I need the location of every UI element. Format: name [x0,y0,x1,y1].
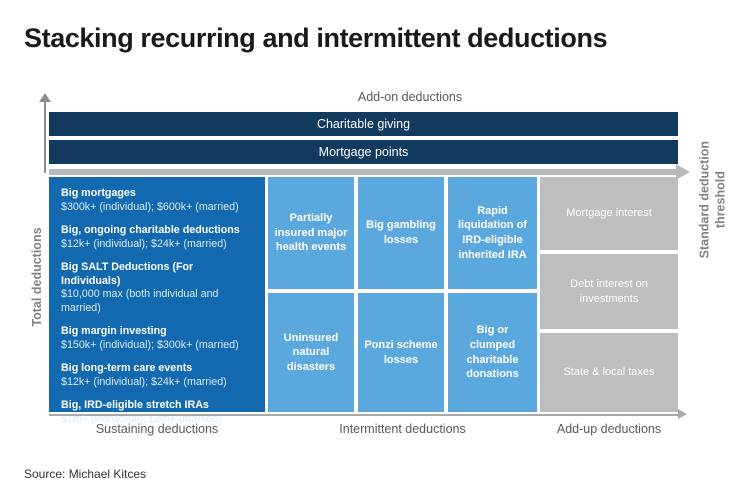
threshold-line [49,169,682,175]
standard-deduction-threshold-label: Standard deduction threshold [697,115,728,285]
y-axis-line [44,95,46,173]
sustaining-deductions-column: Big mortgages $300k+ (individual); $600k… [49,177,265,425]
source-note: Source: Michael Kitces [24,467,147,481]
sustaining-item-head: Big SALT Deductions (For Individuals) [61,260,194,287]
page-title: Stacking recurring and intermittent dedu… [24,23,608,53]
sustaining-item-sub: $150k+ (individual); $300k+ (married) [61,339,239,352]
sustaining-item-sub: $300k+ (individual); $600k+ (married) [61,200,239,213]
intermittent-cell: Partially insured major health events [268,177,354,289]
sustaining-item-head: Big, IRD-eligible stretch IRAs [61,398,209,411]
addon-bar-charitable-giving: Charitable giving [49,112,678,136]
sustaining-item-head: Big mortgages [61,187,136,199]
list-item: Big long-term care events $12k+ (individ… [61,362,254,390]
list-item: Big mortgages $300k+ (individual); $600k… [61,187,254,215]
intermittent-cell: Uninsured natural disasters [268,293,354,412]
addon-deductions-caption: Add-on deductions [357,90,463,104]
list-item: Big, ongoing charitable deductions $12k+… [61,224,254,252]
add-up-deductions-column: Mortgage interest Debt interest on inves… [540,177,678,412]
list-item: Big SALT Deductions (For Individuals) $1… [61,261,254,317]
x-axis-tick-label: Add-up deductions [556,422,662,436]
x-axis-tick-label: Intermittent deductions [339,422,466,436]
addup-cell: Debt interest on investments [540,254,678,329]
y-axis-label: Total deductions [30,227,44,327]
addup-cell: Mortgage interest [540,177,678,250]
intermittent-cell: Ponzi scheme losses [358,293,444,412]
threshold-label-line2: threshold [713,171,727,229]
sustaining-item-head: Big, ongoing charitable deductions [61,223,240,236]
intermittent-deductions-grid: Partially insured major health events Bi… [268,177,537,412]
sustaining-item-head: Big long-term care events [61,362,193,375]
sustaining-item-sub: $12k+ (individual); $24k+ (married) [61,237,227,250]
chart-body: Big mortgages $300k+ (individual); $600k… [49,177,678,425]
intermittent-cell: Big or clumped charitable donations [448,293,537,412]
addon-bar-label: Charitable giving [316,117,411,131]
threshold-label-line1: Standard deduction [697,140,712,259]
x-axis-arrow-icon [678,409,687,419]
threshold-arrow-icon [676,164,690,180]
y-axis-arrow-icon [39,93,51,102]
intermittent-cell: Rapid liquidation of IRD-eligible inheri… [448,177,537,289]
sustaining-item-sub: $12k+ (individual); $24k+ (married) [61,375,227,388]
sustaining-item-sub: $10,000 max (both individual and married… [61,288,219,315]
sustaining-item-head: Big margin investing [61,325,167,338]
addup-cell: State & local taxes [540,333,678,412]
addon-bar-label: Mortgage points [318,145,409,159]
addon-bar-mortgage-points: Mortgage points [49,140,678,164]
list-item: Big margin investing $150k+ (individual)… [61,325,254,353]
x-axis-tick-label: Sustaining deductions [95,422,219,436]
intermittent-cell: Big gambling losses [358,177,444,289]
x-axis-line [49,414,682,416]
